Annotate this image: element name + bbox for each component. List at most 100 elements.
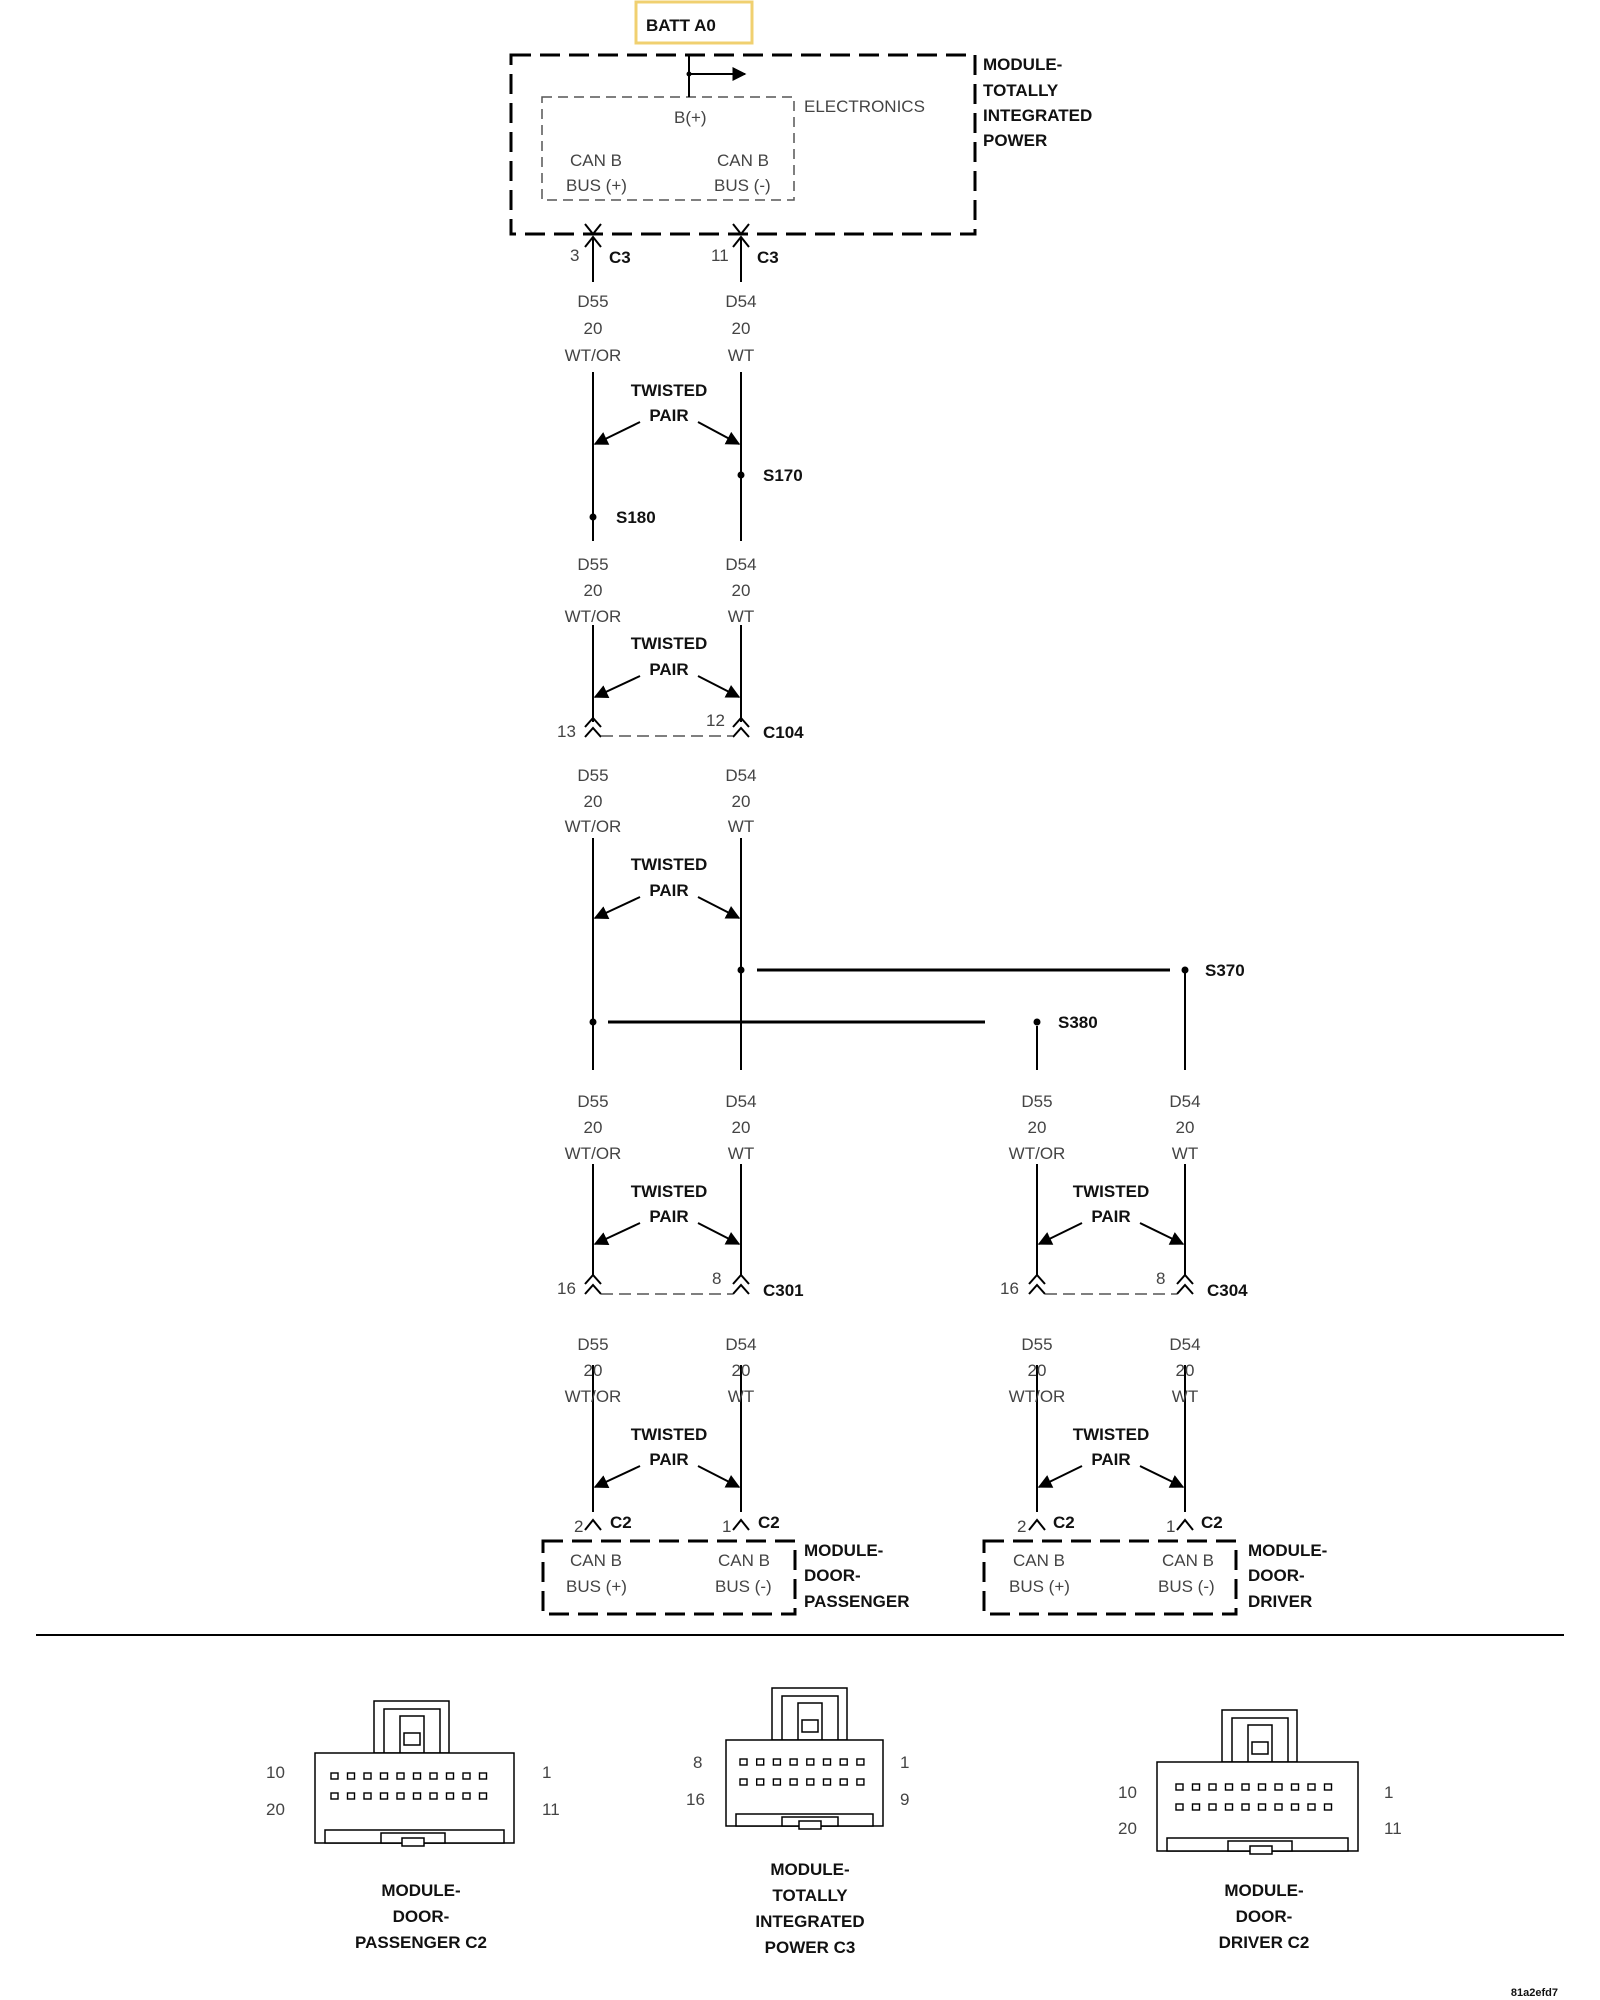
- twisted-pair-4: TWISTED PAIR: [593, 1182, 741, 1246]
- driver-c2-terminals: 2 C2 1 C2: [1017, 1513, 1223, 1536]
- passenger-can-plus-2: BUS (+): [566, 1577, 627, 1596]
- battery-source: BATT A0: [634, 0, 754, 45]
- pin-cavity: [739, 1758, 748, 1766]
- pin-cavity: [772, 1758, 782, 1766]
- wire-d54-gauge: 20: [732, 319, 751, 338]
- electronics-box: [541, 96, 795, 201]
- twisted-pair-6: TWISTED PAIR: [593, 1425, 741, 1489]
- pin-cavity: [1175, 1803, 1184, 1811]
- pin-cavity: [363, 1792, 372, 1800]
- inline-connector-c301: 16 8 C301: [557, 1269, 804, 1300]
- pin-cavity: [330, 1792, 339, 1800]
- pin-cavity: [379, 1772, 389, 1780]
- wire-d55-gauge: 20: [584, 1118, 603, 1137]
- tipm-can-minus-2: BUS (-): [714, 176, 771, 195]
- pin-cavity: [1224, 1803, 1234, 1811]
- pin-cavity: [445, 1792, 455, 1800]
- pin-cavity: [822, 1778, 832, 1786]
- c301-pin-minus: 8: [712, 1269, 721, 1288]
- pin-cavity: [756, 1758, 765, 1766]
- driver-view-label-2: DOOR-: [1236, 1907, 1293, 1926]
- c104-pin-minus: 12: [706, 711, 725, 730]
- driver-pin-minus: 1: [1166, 1517, 1175, 1536]
- wire-d55-color: WT/OR: [565, 1144, 622, 1163]
- wire-d54-gauge: 20: [1176, 1361, 1195, 1380]
- passenger-view-label-2: DOOR-: [393, 1907, 450, 1926]
- twisted-pair-7: TWISTED PAIR: [1037, 1425, 1185, 1488]
- tipm-can-plus-1: CAN B: [570, 151, 622, 170]
- pin-cavity: [856, 1778, 865, 1786]
- splice-s170: S170: [763, 466, 803, 485]
- wire-d54-id: D54: [725, 1092, 756, 1111]
- wire-d55-gauge: 20: [584, 1361, 603, 1380]
- tipm-view-label-3: INTEGRATED: [755, 1912, 864, 1931]
- pin-cavity: [806, 1778, 815, 1786]
- twisted-pair-5: TWISTED PAIR: [1037, 1182, 1185, 1245]
- pin-cavity: [806, 1758, 815, 1766]
- twisted-pair-label: PAIR: [649, 406, 688, 425]
- wire-d55-color: WT/OR: [565, 1387, 622, 1406]
- pin-grid: [1175, 1783, 1333, 1811]
- passenger-can-plus-1: CAN B: [570, 1551, 622, 1570]
- pin-cavity: [839, 1778, 848, 1786]
- pin-cavity: [1208, 1783, 1217, 1791]
- tipm-label-3: INTEGRATED: [983, 106, 1092, 125]
- driver-view-label-3: DRIVER C2: [1219, 1933, 1310, 1952]
- tipm-label-2: TOTALLY: [983, 81, 1059, 100]
- tipm-view-pin-bl: 16: [686, 1790, 705, 1809]
- splice-s370: S370: [1205, 961, 1245, 980]
- passenger-can-minus-1: CAN B: [718, 1551, 770, 1570]
- passenger-c2-terminals: 2 C2 1 C2: [574, 1513, 780, 1536]
- wire-d54-id: D54: [725, 555, 756, 574]
- wire-d54-id: D54: [725, 292, 756, 311]
- wire-d55-id: D55: [577, 292, 608, 311]
- pin-cavity: [1191, 1783, 1201, 1791]
- wire-d55-id: D55: [577, 1335, 608, 1354]
- pin-cavity: [412, 1772, 422, 1780]
- wire-d54-color: WT: [1172, 1387, 1198, 1406]
- c304-pin-minus: 8: [1156, 1269, 1165, 1288]
- tipm-label-4: POWER: [983, 131, 1047, 150]
- pin-cavity: [1224, 1783, 1234, 1791]
- passenger-can-minus-2: BUS (-): [715, 1577, 772, 1596]
- pin-cavity: [346, 1792, 356, 1800]
- driver-view-pin-tr: 1: [1384, 1783, 1393, 1802]
- tipm-view-label-2: TOTALLY: [772, 1886, 848, 1905]
- tipm-connector-plus: C3: [609, 248, 631, 267]
- pin-cavity: [478, 1772, 488, 1780]
- pin-cavity: [429, 1772, 438, 1780]
- pin-cavity: [772, 1778, 782, 1786]
- tipm-pin-minus: 11: [711, 246, 729, 265]
- driver-view-pin-br: 11: [1384, 1819, 1402, 1838]
- driver-view-label-1: MODULE-: [1224, 1881, 1303, 1900]
- wire-d55-id: D55: [577, 555, 608, 574]
- pin-grid: [330, 1772, 488, 1800]
- pin-cavity: [1290, 1803, 1300, 1811]
- bplus-label: B(+): [674, 108, 707, 127]
- connector-view-tipm-c3: 8 16 1 9 MODULE- TOTALLY INTEGRATED POWE…: [686, 1687, 909, 1957]
- wire-d54-gauge: 20: [732, 792, 751, 811]
- driver-can-minus-1: CAN B: [1162, 1551, 1214, 1570]
- tipm-view-label-1: MODULE-: [770, 1860, 849, 1879]
- pin-cavity: [1307, 1783, 1316, 1791]
- twisted-pair-label: PAIR: [649, 881, 688, 900]
- pin-cavity: [1274, 1783, 1283, 1791]
- passenger-view-pin-br: 11: [542, 1800, 560, 1819]
- twisted-pair-label: PAIR: [1091, 1450, 1130, 1469]
- pin-cavity: [1241, 1783, 1250, 1791]
- driver-view-pin-tl: 10: [1118, 1783, 1137, 1802]
- pin-cavity: [739, 1778, 748, 1786]
- driver-pin-plus: 2: [1017, 1517, 1026, 1536]
- driver-door-module: CAN B BUS (+) CAN B BUS (-) MODULE- DOOR…: [982, 1539, 1327, 1616]
- wire-d54-gauge: 20: [732, 1118, 751, 1137]
- wire-d54-color: WT: [728, 1387, 754, 1406]
- electronics-label: ELECTRONICS: [804, 97, 925, 116]
- inline-connector-c304: 16 8 C304: [1000, 1269, 1248, 1300]
- wire-d55-id: D55: [1021, 1092, 1052, 1111]
- pin-cavity: [1307, 1803, 1316, 1811]
- tipm-module: MODULE- TOTALLY INTEGRATED POWER ELECTRO…: [509, 53, 1092, 236]
- tipm-c3-terminals: 3 C3 11 C3: [570, 223, 779, 267]
- twisted-pair-label: TWISTED: [1073, 1182, 1150, 1201]
- twisted-pair-label: PAIR: [649, 660, 688, 679]
- passenger-connector-minus: C2: [758, 1513, 780, 1532]
